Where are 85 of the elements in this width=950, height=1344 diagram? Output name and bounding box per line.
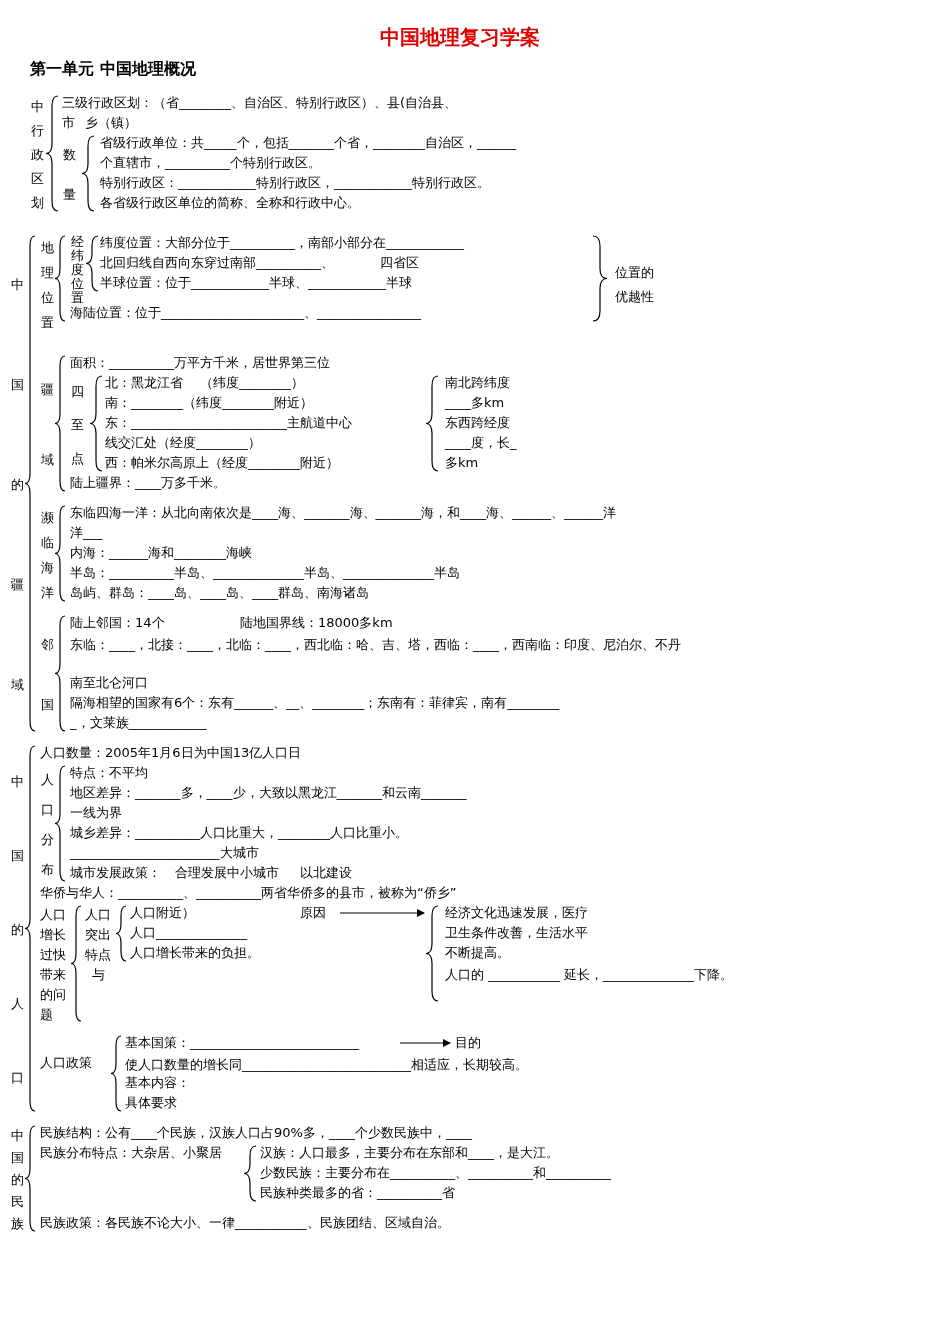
label-text: 西：帕米尔高原上（经度________附近） bbox=[105, 455, 339, 471]
label-text: 南：________（纬度________附近） bbox=[105, 395, 313, 411]
label-text: 原因 bbox=[300, 905, 326, 921]
label-text: 华侨与华人：__________、__________两省华侨多的县市，被称为“侨乡” bbox=[40, 885, 457, 901]
vertical-label: 邻国 bbox=[40, 636, 54, 714]
label-text: 基本内容： bbox=[125, 1075, 190, 1091]
label-text: 目的 bbox=[455, 1035, 481, 1051]
vertical-label: 数量 bbox=[62, 146, 76, 204]
label-text: 经济文化迅速发展，医疗 bbox=[445, 905, 588, 921]
label-text: 面积：__________万平方千米，居世界第三位 bbox=[70, 355, 330, 371]
vertical-label: 人口分布 bbox=[40, 771, 54, 879]
label-text: 陆地国界线：18000多km bbox=[240, 615, 393, 631]
label-text: 与 bbox=[92, 967, 105, 983]
label-text: 民族种类最多的省：__________省 bbox=[260, 1185, 455, 1201]
label-text: 陆上疆界：____万多千米。 bbox=[70, 475, 226, 491]
vertical-label: 人口增长过快带来的问题 bbox=[40, 906, 67, 1024]
label-text: ____多km bbox=[445, 395, 505, 411]
label-text: 少数民族：主要分布在__________、__________和__________ bbox=[260, 1165, 611, 1181]
label-text: 汉族：人口最多，主要分布在东部和____，是大江。 bbox=[260, 1145, 559, 1161]
label-text: 三级行政区划：（省________、自治区、特别行政区）、县(自治县、 bbox=[62, 95, 458, 111]
label-text: 四省区 bbox=[380, 255, 419, 271]
label-text: 东临四海一洋：从北向南依次是____海、_______海、_______海，和____海、______、______洋 bbox=[70, 505, 616, 521]
label-text: 岛屿、群岛：____岛、____岛、____群岛、南海诸岛 bbox=[70, 585, 369, 601]
label-text: 多km bbox=[445, 455, 479, 471]
label-text: 人口数量：2005年1月6日为中国13亿人口日 bbox=[40, 745, 302, 761]
label-text: 城乡差异：__________人口比重大，________人口比重小。 bbox=[70, 825, 408, 841]
label-text: 线交汇处（经度________） bbox=[105, 435, 261, 451]
label-text: 位置的 bbox=[615, 265, 654, 281]
vertical-label: 中行政区划 bbox=[30, 98, 44, 212]
label-text: 人口的 ___________ 延长，______________下降。 bbox=[445, 966, 734, 984]
title: 中国地理复习学案 bbox=[380, 24, 540, 51]
label-text: 民族结构：公有____个民族，汉族人口占90%多，____个少数民族中，____ bbox=[40, 1125, 472, 1141]
label-text: 半球位置：位于____________半球、____________半球 bbox=[100, 275, 412, 291]
label-text: 洋___ bbox=[70, 525, 103, 541]
vertical-label: 中国的疆域 bbox=[10, 276, 24, 694]
label-text: 海陆位置：位于______________________、________________ bbox=[70, 305, 421, 321]
label-text: 市 bbox=[62, 115, 75, 131]
label-text: 个直辖市，__________个特别行政区。 bbox=[100, 155, 321, 171]
label-text: 内海：______海和________海峡 bbox=[70, 545, 252, 561]
label-text: 人口______________ bbox=[130, 925, 247, 941]
label-text: 人口增长带来的负担。 bbox=[130, 945, 260, 961]
vertical-label: 中国的民族 bbox=[10, 1127, 24, 1233]
label-text: 城市发展政策： bbox=[70, 865, 161, 881]
label-text: 东西跨经度 bbox=[445, 415, 510, 431]
label-text: 南至北仑河口 bbox=[70, 675, 148, 691]
vertical-label: 疆域 bbox=[40, 381, 54, 469]
label-text: 南北跨纬度 bbox=[445, 375, 510, 391]
label-text: 纬度位置：大部分位于__________，南部小部分在____________ bbox=[100, 235, 464, 251]
label-text: 不断提高。 bbox=[445, 945, 510, 961]
label-text: 各省级行政区单位的简称、全称和行政中心。 bbox=[100, 195, 360, 211]
label-text: 东：________________________主航道中心 bbox=[105, 415, 352, 431]
vertical-label: 四至点 bbox=[70, 383, 84, 468]
label-text: ____度，长_ bbox=[445, 435, 517, 451]
vertical-label: 地理位置 bbox=[40, 239, 54, 332]
label-text: 优越性 bbox=[615, 289, 654, 305]
label-text: 乡（镇） bbox=[85, 115, 137, 131]
label-text: 民族政策：各民族不论大小、一律___________、民族团结、区域自治。 bbox=[40, 1215, 450, 1231]
label-text: 北回归线自西向东穿过南部__________、 bbox=[100, 255, 334, 271]
label-text: 北：黑龙江省 bbox=[105, 375, 183, 391]
vertical-label: 经纬度位置 bbox=[70, 235, 84, 305]
label-text: 特点：不平均 bbox=[70, 765, 148, 781]
label-text: 特别行政区：____________特别行政区，____________特别行政区。 bbox=[100, 175, 490, 191]
label-text: 东临：____，北接：____，北临：____，西北临：哈、吉、塔，西临：____，西南临：印度、尼泊尔、不丹 bbox=[70, 636, 682, 654]
label-text: 省级行政单位：共_____个，包括_______个省，________自治区，______ bbox=[100, 135, 516, 151]
label-text: 地区差异：_______多，____少，大致以黑龙江_______和云南_______ bbox=[70, 785, 467, 801]
label-text: 合理发展中小城市 bbox=[175, 865, 279, 881]
label-text: 民族分布特点：大杂居、小聚居 bbox=[40, 1145, 222, 1161]
unit-heading: 第一单元 中国地理概况 bbox=[30, 61, 196, 77]
label-text: 具体要求 bbox=[125, 1095, 177, 1111]
label-text: 使人口数量的增长同__________________________相适应，长期较高。 bbox=[125, 1056, 529, 1074]
label-text: 人口政策 bbox=[40, 1055, 92, 1071]
label-text: 卫生条件改善，生活水平 bbox=[445, 925, 588, 941]
label-text: 一线为界 bbox=[70, 805, 122, 821]
vertical-label: 人口突出特点 bbox=[85, 906, 112, 964]
label-text: 以北建设 bbox=[300, 865, 352, 881]
label-text: 基本国策：__________________________ bbox=[125, 1035, 359, 1051]
label-text: 人口附近） bbox=[130, 905, 195, 921]
vertical-label: 中国的人口 bbox=[10, 773, 24, 1087]
vertical-label: 濒临海洋 bbox=[40, 509, 54, 602]
label-text: _，文莱族____________ bbox=[70, 715, 207, 731]
label-text: 陆上邻国：14个 bbox=[70, 615, 165, 631]
label-text: _______________________大城市 bbox=[70, 845, 259, 861]
label-text: （纬度________） bbox=[200, 375, 304, 391]
label-text: 半岛：__________半岛、______________半岛、______________半岛 bbox=[70, 565, 460, 581]
label-text: 隔海相望的国家有6个：东有______、__、________；东南有：菲律宾，南有________ bbox=[70, 695, 560, 711]
